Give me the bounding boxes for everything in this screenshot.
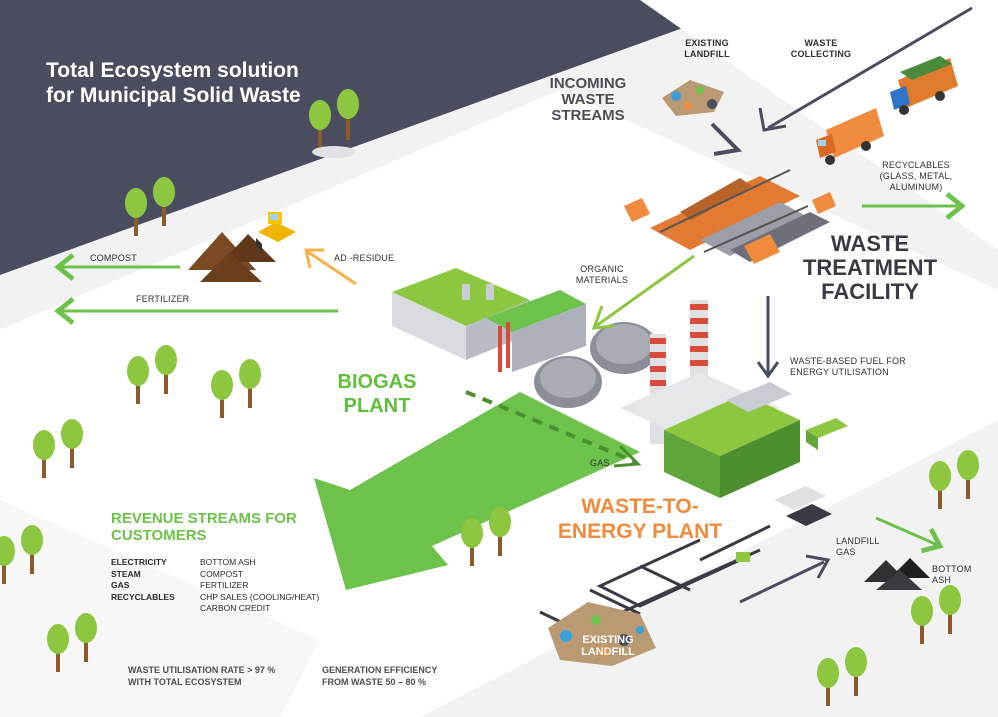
waste-collecting-arrow-head	[758, 107, 787, 132]
fertilizer-label: FERTILIZER	[136, 294, 190, 304]
existing-landfill-pile-bottom	[548, 602, 656, 666]
page-title: Total Ecosystem solution for Municipal S…	[46, 59, 301, 107]
revenue-item: CARBON CREDIT	[200, 603, 271, 613]
tree-group-center	[461, 507, 511, 566]
tree-group-right	[817, 450, 979, 706]
garbage-truck-icon	[816, 108, 884, 165]
waste-collecting-arrow	[767, 6, 973, 130]
bottom-ash-label: BOTTOM ASH	[932, 564, 972, 585]
revenue-item: BOTTOM ASH	[200, 557, 256, 567]
landfill-gas-arrow-head	[805, 554, 831, 579]
generation-efficiency-stat: GENERATION EFFICIENCY FROM WASTE 50 – 80…	[322, 664, 437, 688]
gas-arrow-head	[613, 444, 642, 468]
gas-label: GAS	[590, 458, 610, 468]
ad-residue-label: AD -RESIDUE	[334, 253, 395, 263]
tree-group-top	[309, 89, 359, 158]
tree-group-mid	[127, 345, 261, 418]
ground-plane-lower	[0, 500, 320, 717]
waste-treatment-facility	[624, 169, 836, 264]
incoming-waste-streams-title: INCOMING WASTE STREAMS	[549, 75, 627, 124]
bulldozer-icon	[256, 212, 296, 252]
revenue-list-primary: ELECTRICITY STEAM GAS RECYCLABLES	[111, 557, 175, 603]
revenue-item: ELECTRICITY	[111, 557, 167, 567]
ad-residue-arrow-head	[304, 248, 324, 269]
revenue-item: GAS	[111, 580, 130, 590]
digester-tanks	[534, 322, 658, 408]
organic-arrow	[595, 254, 695, 328]
ad-residue-arrow	[307, 250, 357, 286]
revenue-item: RECYCLABLES	[111, 591, 175, 602]
revenue-streams-title: REVENUE STREAMS FOR CUSTOMERS	[111, 510, 297, 544]
waste-to-energy-plant	[620, 300, 848, 526]
gas-dashed-arrow	[465, 390, 637, 464]
fuel-arrow-head	[756, 361, 780, 379]
revenue-item: STEAM	[111, 568, 141, 579]
biogas-plant-title: BIOGAS PLANT	[337, 371, 417, 417]
landfill-gas-label: LANDFILL GAS	[836, 536, 880, 557]
biogas-plant-building	[392, 268, 586, 372]
waste-to-energy-title: WASTE-TO-ENERGY PLANT	[557, 495, 723, 543]
ground-plane-right	[640, 0, 998, 250]
waste-collecting-label: WASTE COLLECTING	[790, 38, 852, 59]
revenue-flow-arrow	[314, 392, 640, 590]
revenue-item: FERTILIZER	[200, 580, 249, 590]
header-banner	[0, 0, 760, 275]
revenue-list-secondary: BOTTOM ASH COMPOST FERTILIZER CHP SALES …	[200, 557, 319, 615]
compost-label: COMPOST	[90, 253, 137, 263]
utilisation-rate-stat: WASTE UTILISATION RATE > 97 % WITH TOTAL…	[128, 664, 275, 688]
bottom-ash-arrow	[875, 516, 944, 554]
utilisation-line: WITH TOTAL ECOSYSTEM	[128, 677, 242, 687]
efficiency-line: GENERATION EFFICIENCY	[322, 665, 438, 675]
landfill-incoming-arrow	[710, 122, 743, 156]
efficiency-line: FROM WASTE 50 – 80 %	[322, 677, 427, 687]
existing-landfill-bottom-label: EXISTING LANDFILL	[581, 634, 635, 658]
organic-materials-label: ORGANIC MATERIALS	[575, 264, 629, 285]
bottom-ash-piles	[864, 558, 930, 590]
waste-based-fuel-label: WASTE-BASED FUEL FOR ENERGY UTILISATION	[790, 356, 906, 377]
landfill-gas-arrow	[739, 560, 825, 604]
revenue-item: CHP SALES (COOLING/HEAT)	[200, 591, 320, 602]
pipe-valve	[736, 552, 750, 562]
dump-truck-icon	[890, 56, 958, 115]
utilisation-line: WASTE UTILISATION RATE > 97 %	[128, 665, 276, 675]
recyclables-label: RECYCLABLES (GLASS, METAL, ALUMINUM)	[879, 160, 953, 192]
existing-landfill-pile-top	[662, 80, 724, 116]
tree-group-left	[125, 177, 175, 236]
waste-treatment-facility-title: WASTE TREATMENT FACILITY	[802, 231, 938, 304]
organic-arrow-head	[591, 305, 615, 330]
compost-piles	[188, 232, 276, 282]
tree-group-far-left	[0, 419, 97, 672]
revenue-item: COMPOST	[200, 568, 243, 579]
existing-landfill-top-label: EXISTING LANDFILL	[684, 38, 730, 59]
